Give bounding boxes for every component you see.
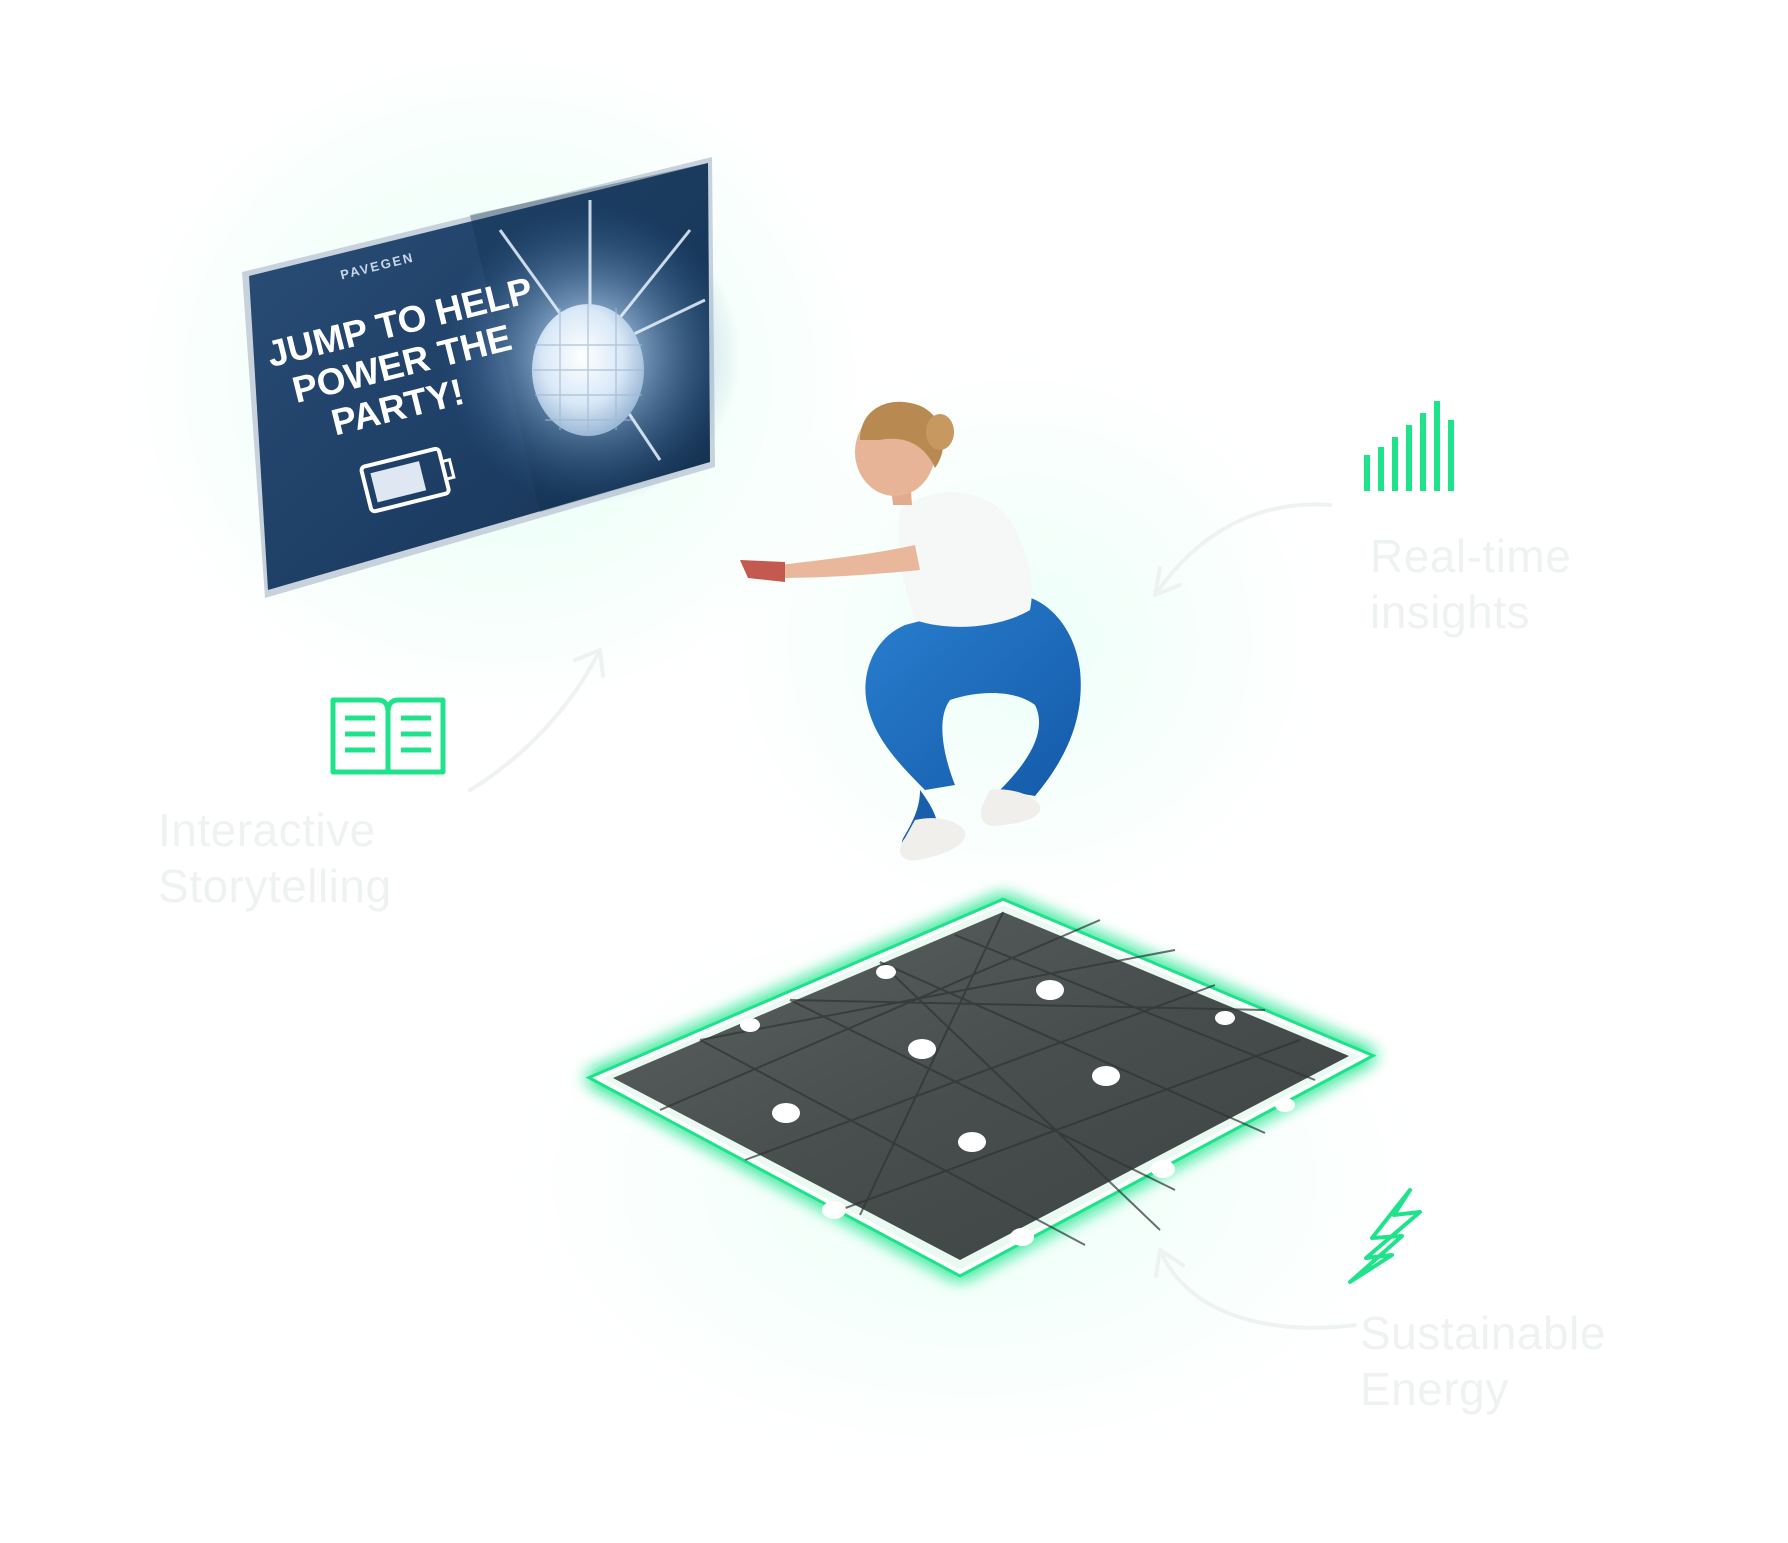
battery-icon [359,446,456,514]
floor-tile-dots [740,965,1295,1246]
lightning-bolt-icon [1348,1188,1422,1284]
floor-tile-facets [659,911,1316,1246]
person-jeans [865,595,1081,796]
floor-tile-surface [613,912,1349,1260]
person-shoe-right [981,789,1041,827]
decorative-arrows [468,502,1357,1330]
signal-bars-icon [1364,401,1454,491]
feature-label-insights: Real-time insights [1370,530,1572,638]
person-shoe-left [899,818,966,861]
arrow-energy [1158,1248,1357,1330]
feature-label-energy: Sustainable Energy [1360,1307,1606,1415]
floor-tile [585,897,1377,1278]
arrow-insights [1153,502,1332,597]
open-book-icon [330,697,446,775]
tv-screen: PAVEGEN JUMP TO HELP POWER THE PARTY! [242,157,740,598]
feature-label-storytelling: Interactive Storytelling [158,804,392,912]
person-jumping [740,401,1081,861]
person-arm [778,545,920,578]
disco-ball-icon [440,200,740,505]
person-hair [860,401,944,468]
person-hand [740,560,785,582]
person-shirt [898,492,1032,627]
arrow-storytelling [468,648,602,792]
